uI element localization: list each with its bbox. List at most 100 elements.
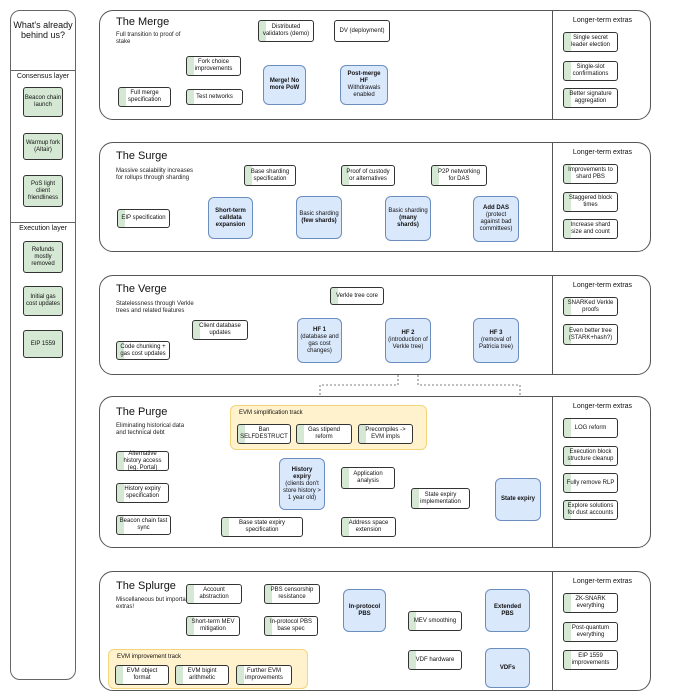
add-das-title: Add DAS — [483, 205, 509, 211]
merge-extras-title: Longer-term extras — [572, 17, 633, 24]
state-expiry: State expiry — [495, 478, 541, 521]
verge-hf1: HF 1 (database and gas cost changes) — [297, 318, 342, 363]
merge-no-more-pow: Merge! No more PoW — [263, 65, 306, 105]
client-db-updates: Client database updates — [192, 320, 248, 340]
history-title: What's already behind us? — [13, 20, 73, 40]
surge-extra-1: Improvements to shard PBS — [563, 164, 618, 184]
verge-extra-1: SNARKed Verkle proofs — [563, 297, 618, 316]
fork-choice-improvements: Fork choice improvements — [186, 56, 241, 76]
basic-sharding-many-label: Basic sharding — [388, 208, 428, 214]
merge-title: The Merge — [116, 16, 170, 28]
surge-extras: Longer-term extras — [552, 143, 652, 251]
merge-extra-3: Better signature aggregation — [563, 88, 618, 108]
verge-hf1-title: HF 1 — [312, 326, 326, 333]
evm-simplification-label: EVM simplification track — [239, 410, 303, 416]
post-merge-hf: Post-merge HF Withdrawals enabled — [340, 65, 388, 105]
merge-extra-1: Single secret leader election — [563, 32, 618, 52]
evm-improvement-label: EVM improvement track — [117, 654, 182, 660]
surge-extras-title: Longer-term extras — [572, 149, 633, 156]
beacon-chain-launch: Beacon chain launch — [23, 87, 63, 117]
alternative-history-access: Alternative history access (eg. Portal) — [116, 451, 169, 471]
section-surge: The Surge Massive scalability increases … — [99, 142, 651, 252]
mev-smoothing: MEV smoothing — [408, 611, 462, 631]
splurge-subtitle: Miscellaneous but important extras! — [116, 597, 191, 610]
verge-hf1-sub: (database and gas cost changes) — [300, 333, 339, 354]
merge-extras: Longer-term extras — [552, 11, 652, 119]
proof-of-custody: Proof of custody or alternatives — [341, 165, 395, 186]
splurge-extras: Longer-term extras — [552, 572, 652, 690]
distributed-validators: Distributed validators (demo) — [258, 20, 314, 42]
verge-hf3-title: HF 3 — [489, 330, 503, 336]
initial-gas-cost: Initial gas cost updates — [23, 286, 63, 316]
extended-pbs: Extended PBS — [485, 589, 530, 632]
verge-hf3-sub: (removal of Patricia tree) — [478, 337, 513, 350]
warmup-fork: Warmup fork (Altair) — [23, 133, 63, 160]
history-expiry-sub: (clients don't store history > 1 year ol… — [283, 480, 321, 501]
splurge-title: The Splurge — [116, 580, 176, 592]
splurge-extra-3: EIP 1559 improvements — [563, 650, 618, 670]
purge-extra-4: Explore solutions for dust accounts — [563, 500, 618, 520]
verkle-tree-core: Verkle tree core — [330, 287, 384, 305]
basic-sharding-few-label: Basic sharding — [299, 210, 339, 217]
verge-hf2-title: HF 2 — [401, 330, 415, 336]
splurge-extra-1: ZK-SNARK everything — [563, 593, 618, 613]
basic-sharding-few-bold: (few shards) — [301, 217, 337, 224]
in-protocol-pbs-base: In-protocol PBS base spec — [264, 616, 318, 636]
splurge-extras-title: Longer-term extras — [572, 578, 633, 585]
merge-extra-2: Single-slot confirmations — [563, 61, 618, 81]
history-expiry-title: History expiry — [291, 466, 313, 480]
purge-extras-title: Longer-term extras — [572, 403, 633, 410]
basic-sharding-many: Basic sharding (many shards) — [385, 196, 431, 241]
p2p-networking-das: P2P networking for DAS — [431, 165, 487, 186]
verge-hf2: HF 2 (introduction of Verkle tree) — [385, 318, 431, 363]
purge-extra-2: Execution block structure cleanup — [563, 446, 618, 466]
pbs-censorship-resistance: PBS censorship resistance — [264, 584, 320, 604]
pos-light-client: PoS light client friendliness — [23, 175, 63, 207]
base-state-expiry-spec: Base state expiry specification — [221, 517, 303, 537]
surge-title: The Surge — [116, 150, 168, 162]
vdf-hardware: VDF hardware — [408, 650, 462, 670]
add-das: Add DAS (protect against bad committees) — [473, 196, 519, 242]
beacon-chain-fast-sync: Beacon chain fast sync — [116, 515, 171, 535]
application-analysis: Application analysis — [341, 467, 395, 489]
gas-stipend-reform: Gas stipend reform — [296, 424, 352, 444]
state-expiry-implementation: State expiry implementation — [411, 488, 470, 509]
eip-specification: EIP specification — [117, 209, 170, 228]
ban-selfdestruct: Ban SELFDESTRUCT — [237, 424, 291, 444]
verge-extras: Longer-term extras — [552, 276, 652, 374]
verge-hf2-sub: (introduction of Verkle tree) — [388, 337, 428, 350]
verge-subtitle: Statelessness through Verkle trees and r… — [116, 301, 194, 314]
in-protocol-pbs: In-protocol PBS — [343, 589, 386, 632]
test-networks: Test networks — [186, 89, 243, 105]
purge-extra-3: Fully remove RLP — [563, 473, 618, 493]
short-term-calldata: Short-term calldata expansion — [208, 197, 253, 239]
precompiles-evm: Precompiles -> EVM impls — [358, 424, 413, 444]
surge-subtitle: Massive scalability increases for rollup… — [116, 168, 194, 181]
code-chunking: Code chunking + gas cost updates — [116, 341, 170, 360]
verge-extras-title: Longer-term extras — [572, 282, 633, 289]
address-space-extension: Address space extension — [341, 517, 396, 537]
merge-subtitle: Full transition to proof of stake — [116, 32, 181, 45]
history-expiry: History expiry (clients don't store hist… — [279, 458, 325, 510]
purge-extras: Longer-term extras — [552, 397, 652, 547]
evm-bigint: EVM bigint arithmetic — [175, 665, 229, 685]
short-term-mev: Short-term MEV mitigation — [186, 616, 240, 636]
refunds-removed: Refunds mostly removed — [23, 241, 63, 273]
further-evm: Further EVM improvements — [236, 665, 292, 685]
surge-extra-3: Increase shard size and count — [563, 219, 618, 239]
purge-subtitle: Eliminating historical data and technica… — [116, 423, 185, 436]
post-merge-hf-sub: Withdrawals enabled — [347, 85, 381, 98]
surge-extra-2: Staggered block times — [563, 192, 618, 212]
history-expiry-spec: History expiry specification — [116, 483, 169, 503]
purge-title: The Purge — [116, 406, 168, 418]
basic-sharding-few: Basic sharding (few shards) — [296, 196, 342, 239]
verge-title: The Verge — [116, 283, 167, 295]
add-das-sub: (protect against bad committees) — [479, 212, 513, 232]
verge-hf3: HF 3 (removal of Patricia tree) — [473, 318, 519, 363]
verge-extra-2: Even better tree (STARK+hash?) — [563, 324, 618, 345]
eip-1559: EIP 1559 — [23, 330, 63, 358]
vdfs: VDFs — [485, 648, 530, 688]
base-sharding-spec: Base sharding specification — [244, 165, 296, 186]
dv-deployment: DV (deployment) — [334, 20, 390, 42]
evm-object-format: EVM object format — [115, 665, 169, 685]
